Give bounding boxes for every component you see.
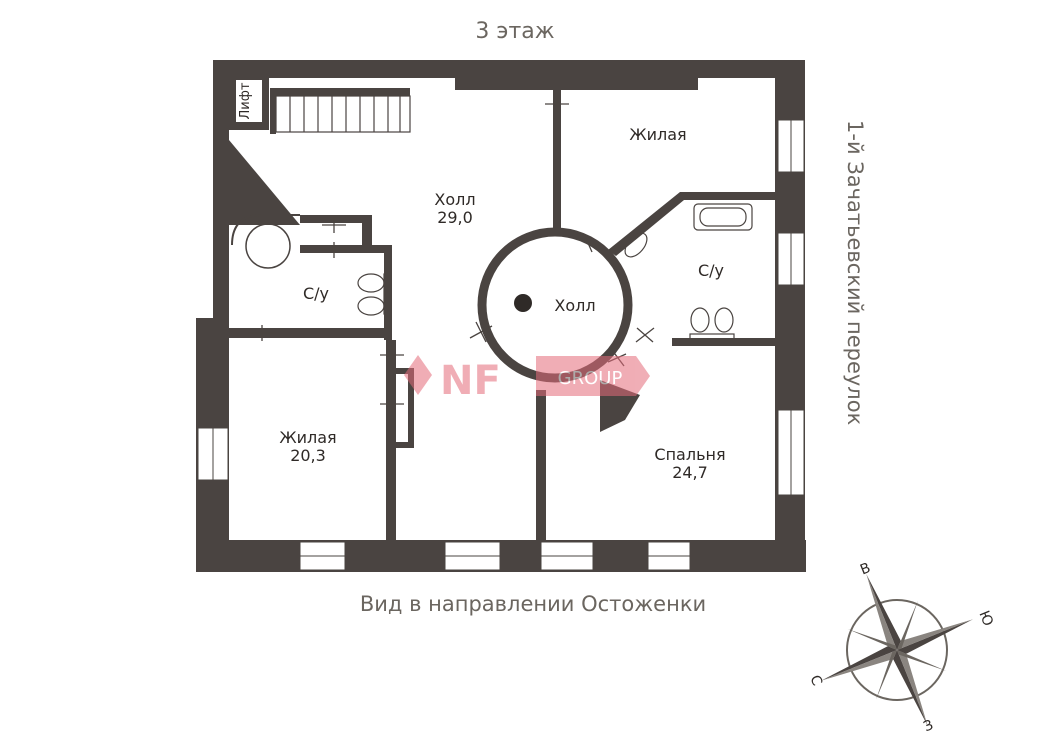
watermark-brand: NF — [440, 358, 501, 404]
bidet-icon-right — [714, 307, 734, 333]
lift-label: Лифт — [238, 82, 253, 119]
toilet-icon-right — [690, 307, 710, 333]
room-bath-left-name: С/у — [303, 284, 329, 303]
toilet-icon — [357, 273, 385, 293]
windows-bottom — [299, 541, 691, 571]
room-hall-area: 29,0 — [437, 208, 473, 227]
room-bedroom-area: 24,7 — [672, 463, 708, 482]
floor-title: 3 этаж — [475, 19, 554, 44]
room-bedroom-name: Спальня — [654, 445, 725, 464]
fixtures — [357, 203, 753, 340]
room-bath-right-name: С/у — [698, 261, 724, 280]
windows-right — [777, 119, 805, 496]
room-living-top-name: Жилая — [629, 125, 686, 144]
room-hall-name: Холл — [434, 190, 475, 209]
compass-rose — [820, 573, 974, 727]
staircase — [275, 95, 411, 133]
bidet-icon — [357, 296, 385, 316]
compass-north-label: С — [806, 673, 825, 688]
sink-icon — [624, 232, 648, 258]
compass-south-label: Ю — [975, 608, 996, 628]
compass-east-label: В — [858, 560, 873, 578]
shower-icon — [245, 223, 291, 269]
room-living-left-area: 20,3 — [290, 446, 326, 465]
bottom-caption: Вид в направлении Остоженки — [360, 592, 706, 616]
column-icon — [514, 294, 532, 312]
compass-west-label: З — [921, 717, 935, 735]
watermark: NF GROUP — [404, 355, 650, 404]
bathtub-icon — [693, 203, 753, 231]
room-round-hall-name: Холл — [554, 296, 595, 315]
room-living-left-name: Жилая — [279, 428, 336, 447]
outer-walls — [196, 60, 806, 572]
watermark-suffix: GROUP — [558, 368, 623, 389]
window-left — [197, 427, 229, 481]
street-label: 1-й Зачатьевский переулок — [843, 120, 867, 425]
